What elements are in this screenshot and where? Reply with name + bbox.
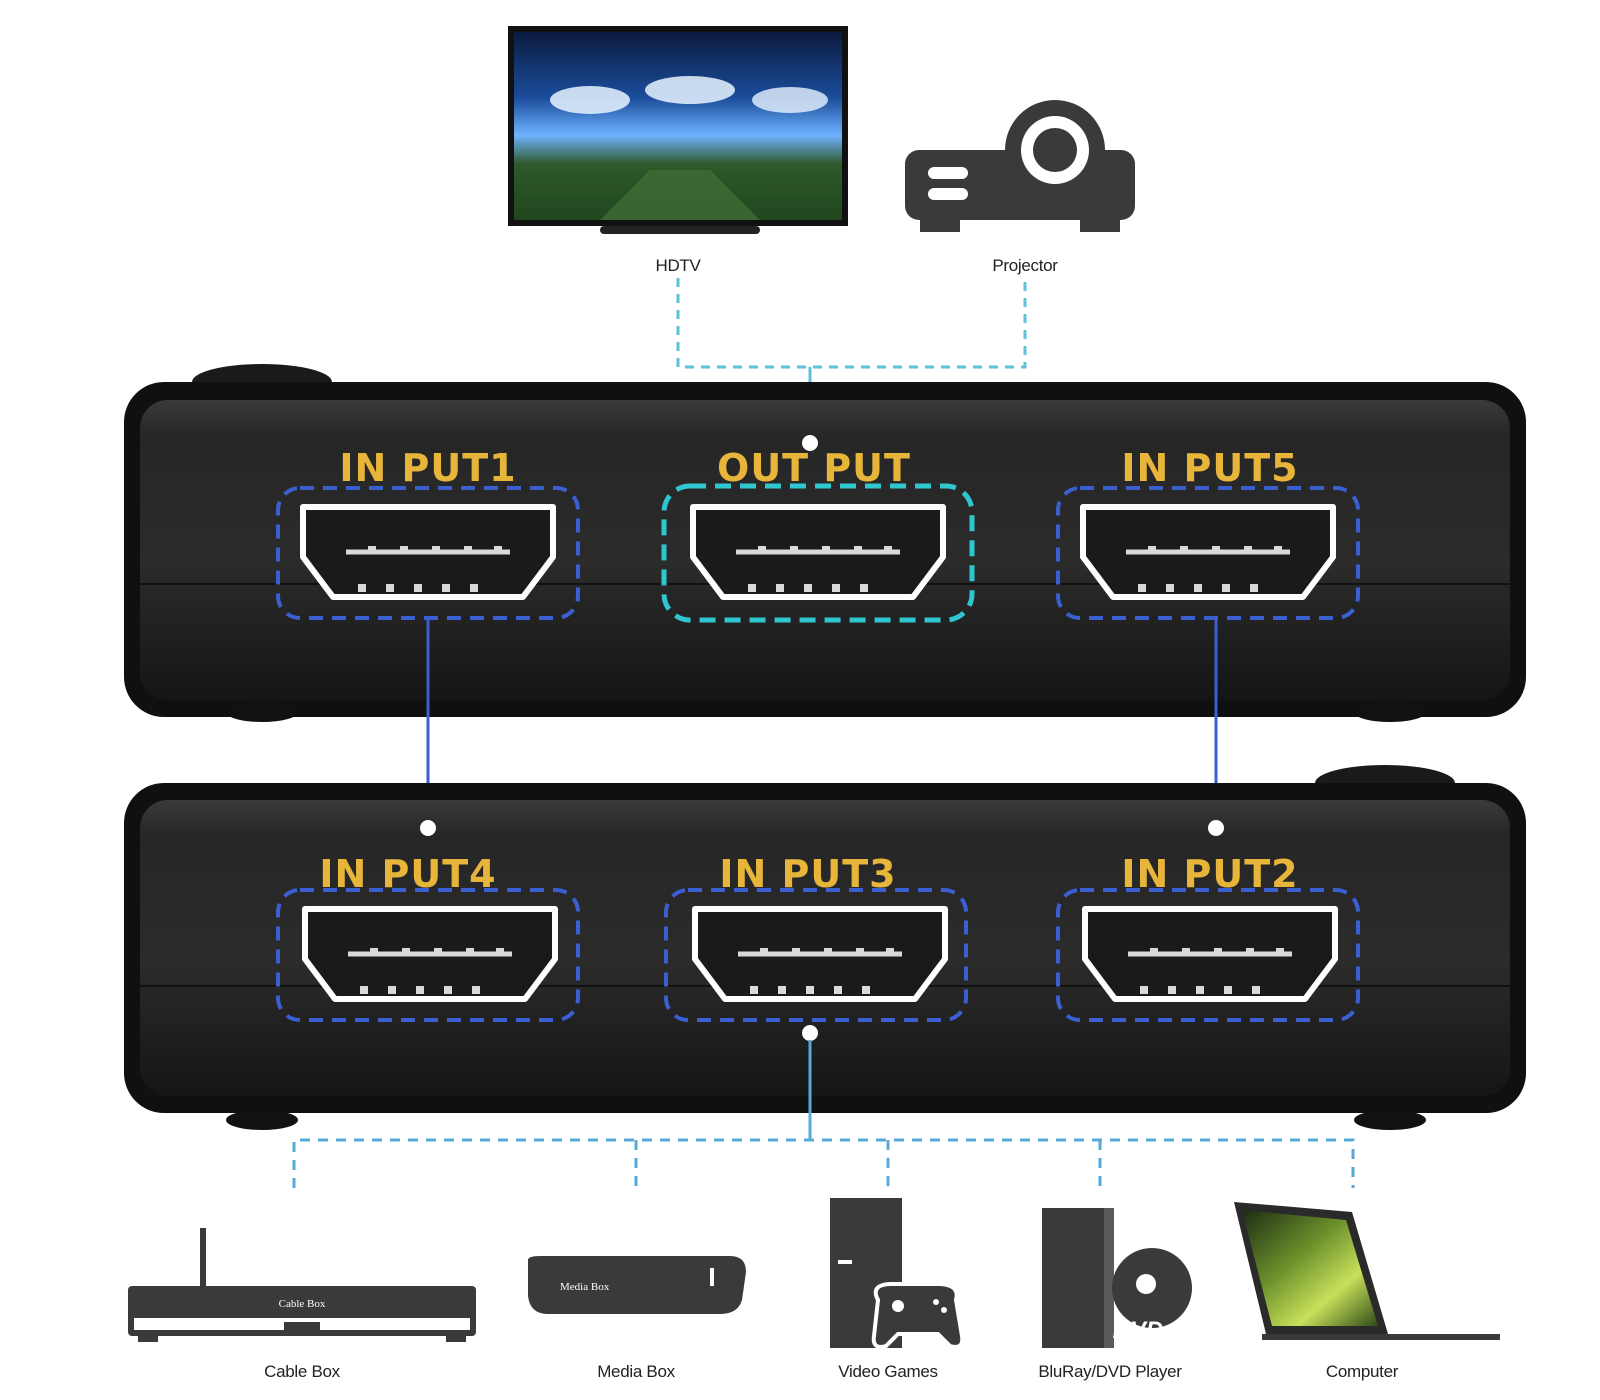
projector-label: Projector — [992, 256, 1058, 275]
port-out-put — [661, 483, 975, 623]
port-label-in-put1: IN PUT1 — [339, 446, 517, 490]
bluray-dvd-icon: DVD — [1042, 1208, 1192, 1348]
output-dot — [802, 435, 818, 451]
media-box-text: Media Box — [560, 1281, 610, 1293]
input3-dot — [802, 1025, 818, 1041]
cable-box-label: Cable Box — [264, 1362, 340, 1381]
media-box-icon: Media Box — [528, 1256, 746, 1314]
projector-icon — [905, 100, 1135, 232]
input4-dot — [420, 820, 436, 836]
port-label-in-put2: IN PUT2 — [1121, 852, 1299, 896]
port-in-put2 — [1056, 888, 1360, 1022]
bluray-dvd-player-label: BluRay/DVD Player — [1038, 1362, 1182, 1381]
port-in-put4 — [276, 888, 580, 1022]
laptop-icon — [1234, 1202, 1500, 1340]
game-console-icon — [830, 1198, 965, 1349]
port-in-put3 — [664, 888, 968, 1022]
port-label-out-put: OUT PUT — [717, 446, 911, 490]
port-label-in-put4: IN PUT4 — [319, 852, 497, 896]
input2-dot — [1208, 820, 1224, 836]
hdtv-label: HDTV — [655, 256, 701, 275]
port-label-in-put3: IN PUT3 — [719, 852, 897, 896]
video-games-label: Video Games — [838, 1362, 938, 1381]
input-source-lines — [292, 1040, 1355, 1190]
port-in-put5 — [1056, 486, 1360, 620]
dvd-logo-text: DVD — [1113, 1317, 1164, 1344]
cable-box-icon: Cable Box — [128, 1228, 476, 1342]
cable-box-text: Cable Box — [279, 1298, 326, 1310]
computer-label: Computer — [1325, 1362, 1399, 1381]
media-box-label: Media Box — [597, 1362, 675, 1381]
port-label-in-put5: IN PUT5 — [1121, 446, 1299, 490]
hdtv-icon — [508, 26, 848, 234]
port-in-put1 — [276, 486, 580, 620]
